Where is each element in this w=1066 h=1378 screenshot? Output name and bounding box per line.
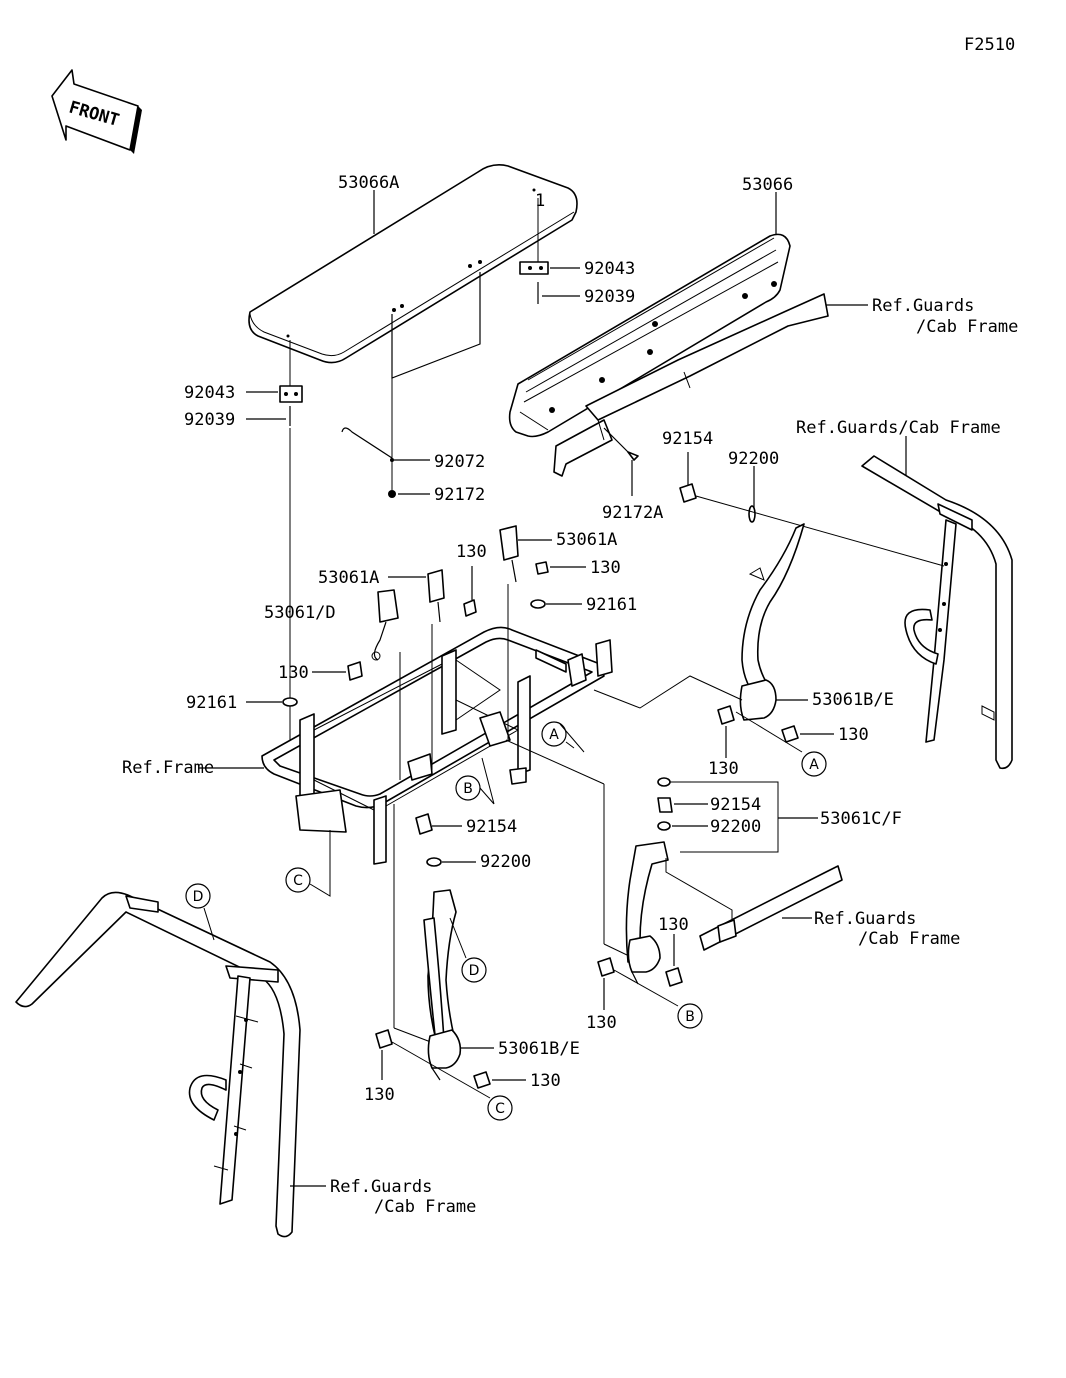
callout-c-center-label: C xyxy=(293,873,303,889)
callout-a-center-label: A xyxy=(549,727,559,743)
bolt-92154-upper xyxy=(679,483,697,503)
callout-c-bottom-label: C xyxy=(495,1101,505,1117)
callout-d-center xyxy=(461,957,487,983)
label-bolt-130-e: 130 xyxy=(278,663,309,683)
bolt-130-h xyxy=(665,967,683,987)
seat-belt-cf xyxy=(625,841,669,985)
bracket-left xyxy=(279,385,303,426)
label-buckle-a-upper: 53061A xyxy=(556,530,617,550)
buckle-d xyxy=(371,589,399,661)
label-pin-left: 92039 xyxy=(184,410,235,430)
callout-c-bottom xyxy=(487,1095,513,1121)
label-ref-frame: Ref.Frame xyxy=(122,758,214,778)
label-bracket-right: 92043 xyxy=(584,259,635,279)
cab-frame-right xyxy=(861,455,1013,770)
bolt-130-g xyxy=(375,1029,393,1049)
label-ref-guards-4b: /Cab Frame xyxy=(374,1197,476,1217)
label-washer-upper-1: 92200 xyxy=(728,449,779,469)
label-detail-ref: 1 xyxy=(535,191,545,211)
bolt-130-a xyxy=(781,725,799,743)
cap xyxy=(657,777,671,787)
label-clip: 92172 xyxy=(434,485,485,505)
label-grommet-1: 92161 xyxy=(586,595,637,615)
label-cable: 92072 xyxy=(434,452,485,472)
label-buckle-a-lower: 53061A xyxy=(318,568,379,588)
label-ref-guards-3b: /Cab Frame xyxy=(858,929,960,949)
label-bolt-130-i: 130 xyxy=(586,1013,617,1033)
label-bracket-left: 92043 xyxy=(184,383,235,403)
grommet-92161-upper xyxy=(530,599,546,609)
label-seat-cushion: 53066A xyxy=(338,173,399,193)
callout-b-center-label: B xyxy=(463,781,473,797)
clip xyxy=(388,490,396,498)
label-ref-guards-3a: Ref.Guards xyxy=(814,909,916,929)
label-bolt-130-h: 130 xyxy=(658,915,689,935)
label-seat-back: 53066 xyxy=(742,175,793,195)
bolt-130-c xyxy=(535,561,549,575)
washer-92200-mid xyxy=(426,857,442,867)
label-bolt-mid: 92154 xyxy=(466,817,517,837)
bolt-130-b xyxy=(717,705,735,725)
seat-belt-center xyxy=(423,889,462,1081)
label-pin-right: 92039 xyxy=(584,287,635,307)
label-bolt-upper-1: 92154 xyxy=(662,429,713,449)
label-bolt-130-d: 130 xyxy=(456,542,487,562)
callout-b-right-label: B xyxy=(685,1009,695,1025)
label-bolt-130-c: 130 xyxy=(590,558,621,578)
buckle-a-lower xyxy=(427,569,445,623)
callout-a-right xyxy=(801,751,827,777)
label-clip-a: 92172A xyxy=(602,503,663,523)
label-belt-cf: 53061C/F xyxy=(820,809,902,829)
bolt-92154-cf xyxy=(657,797,673,813)
callout-b-right xyxy=(677,1003,703,1029)
bracket-right xyxy=(519,261,549,304)
cab-frame-left xyxy=(15,891,301,1238)
label-ref-guards-1b: /Cab Frame xyxy=(916,317,1018,337)
callout-a-center xyxy=(541,721,567,747)
bolt-130-e xyxy=(347,661,363,681)
label-bolt-130-g: 130 xyxy=(364,1085,395,1105)
callout-c-center xyxy=(285,867,311,893)
callout-a-right-label: A xyxy=(809,757,819,773)
label-retractor-center: 53061B/E xyxy=(498,1039,580,1059)
washer-92200-cf xyxy=(657,821,671,831)
label-bolt-cf: 92154 xyxy=(710,795,761,815)
label-ref-guards-1a: Ref.Guards xyxy=(872,296,974,316)
figure-code: F2510 xyxy=(964,35,1015,55)
label-ref-guards-2: Ref.Guards/Cab Frame xyxy=(796,418,1001,438)
cab-bar-lower xyxy=(699,865,843,951)
bolt-130-f xyxy=(473,1071,491,1089)
bolt-92154-mid xyxy=(415,813,433,835)
front-arrow-icon: FRONT xyxy=(51,69,142,154)
label-ref-guards-4a: Ref.Guards xyxy=(330,1177,432,1197)
callout-d-center-label: D xyxy=(469,963,480,979)
label-washer-cf: 92200 xyxy=(710,817,761,837)
seat-cushion xyxy=(248,164,578,364)
grommet-92161-lower xyxy=(282,697,298,707)
bolt-130-d xyxy=(463,599,477,617)
label-bolt-130-b: 130 xyxy=(708,759,739,779)
buckle-a-upper xyxy=(499,525,519,583)
label-grommet-2: 92161 xyxy=(186,693,237,713)
label-bolt-130-a: 130 xyxy=(838,725,869,745)
label-buckle-d: 53061/D xyxy=(264,603,336,623)
label-bolt-130-f: 130 xyxy=(530,1071,561,1091)
label-retractor-right: 53061B/E xyxy=(812,690,894,710)
seat-back xyxy=(508,233,829,477)
seat-belt-right xyxy=(739,523,805,721)
label-washer-mid: 92200 xyxy=(480,852,531,872)
callout-d-left xyxy=(185,883,211,909)
screw-92172a xyxy=(627,451,639,461)
washer-92200-upper xyxy=(748,505,756,523)
callout-d-left-label: D xyxy=(193,889,204,905)
seat-frame xyxy=(261,626,613,865)
bolt-130-i xyxy=(597,957,615,977)
